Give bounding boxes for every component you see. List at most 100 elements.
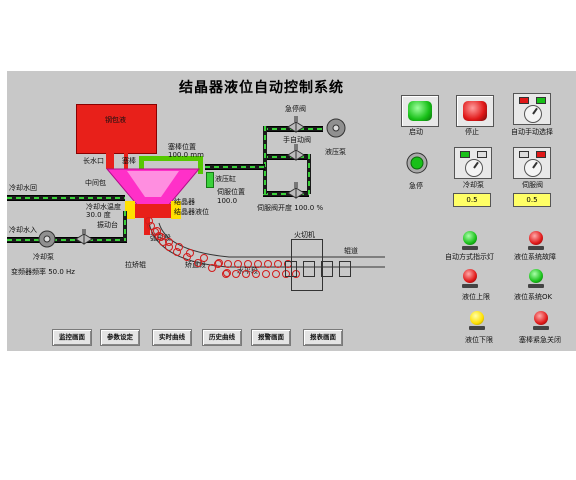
stopper-position-label: 塞棒位置 — [168, 143, 196, 151]
strand-roller — [232, 270, 240, 278]
nav-params[interactable]: 参数设定 — [100, 329, 140, 346]
middle-pack-label: 中间包 — [85, 179, 106, 187]
strand-roller — [147, 222, 156, 231]
level-ok-lamp-icon — [529, 269, 543, 283]
scada-panel: 结晶器液位自动控制系统 钢包液 长水口 塞棒 塞棒位置 100.0 mm 液压缸… — [7, 71, 576, 351]
selector-indicator-left — [519, 97, 529, 104]
emergency-valve-icon[interactable] — [287, 113, 305, 133]
strand-roller — [272, 270, 280, 278]
cooling-return-pipe — [7, 195, 125, 201]
hydraulic-pump-label: 液压泵 — [325, 148, 346, 156]
cooling-temp-value: 30.0 度 — [86, 211, 111, 219]
cooling-pump-icon[interactable] — [37, 229, 57, 249]
servo-arm-drop — [198, 156, 203, 174]
selector-indicator-right — [536, 151, 546, 158]
cooling-inlet-pipe — [7, 237, 127, 243]
hydraulic-right-riser — [307, 154, 311, 194]
strand-roller — [151, 227, 160, 236]
roller-table-label: 辊道 — [344, 247, 358, 255]
strand-roller — [174, 243, 183, 252]
stopper-rod — [124, 152, 128, 172]
servo-valve-selector[interactable] — [513, 147, 551, 179]
stopper-position-value: 100.0 mm — [168, 151, 204, 159]
cooling-riser-pipe — [123, 211, 127, 241]
strand-roller — [222, 270, 230, 278]
nav-monitor[interactable]: 监控画面 — [52, 329, 92, 346]
level-low-lamp-icon — [470, 311, 484, 325]
lamp-base — [528, 284, 544, 288]
servo-valve-control-label: 伺服阀 — [522, 181, 543, 189]
hydraulic-cylinder — [206, 172, 214, 188]
level-fault-lamp-icon — [529, 231, 543, 245]
nav-alarm[interactable]: 报警画面 — [251, 329, 291, 346]
manual-valve-icon[interactable] — [287, 141, 305, 161]
straightener-label: 拉矫辊 — [125, 261, 146, 269]
strand-roller — [199, 253, 208, 262]
strand-roller — [282, 270, 290, 278]
cooling-temp-label: 冷却水温度 — [86, 203, 121, 211]
level-fault-lamp-label: 液位系统故障 — [514, 253, 556, 261]
funnel-inner — [127, 171, 179, 197]
strand-roller — [194, 258, 203, 267]
level-low-lamp-label: 液位下限 — [465, 336, 493, 344]
cooling-pump-control-label: 冷却泵 — [463, 181, 484, 189]
vibration-table-label: 振动台 — [97, 221, 118, 229]
auto-manual-label: 自动手动选择 — [511, 128, 553, 136]
level-ok-lamp-label: 液位系统OK — [514, 293, 553, 301]
level-high-lamp-label: 液位上限 — [462, 293, 490, 301]
hydraulic-pump-icon[interactable] — [325, 117, 347, 139]
strand-roller — [234, 260, 242, 268]
nav-history-curve[interactable]: 历史曲线 — [202, 329, 242, 346]
stop-button[interactable] — [456, 95, 494, 127]
tundish-label: 钢包液 — [105, 116, 126, 124]
auto-manual-selector[interactable] — [513, 93, 551, 125]
strand-roller — [274, 260, 282, 268]
nav-realtime-curve[interactable]: 实时曲线 — [152, 329, 192, 346]
vfd-frequency: 变频器频率 50.0 Hz — [11, 268, 75, 276]
cooling-pump-selector[interactable] — [454, 147, 492, 179]
cooling-in-label: 冷却水入 — [9, 226, 37, 234]
lamp-base — [462, 246, 478, 250]
hydraulic-left-riser — [263, 126, 267, 194]
hydraulic-feed-pipe — [205, 164, 265, 170]
stopper-close-lamp-icon — [534, 311, 548, 325]
selector-indicator-right — [477, 151, 487, 158]
cooling-valve-icon[interactable] — [75, 229, 93, 249]
cooling-return-label: 冷却水回 — [9, 184, 37, 192]
cooling-pump-value[interactable]: 0.5 — [453, 193, 491, 207]
servo-valve-value[interactable]: 0.5 — [513, 193, 551, 207]
rotary-selector-icon — [524, 159, 542, 177]
rotary-selector-icon — [465, 159, 483, 177]
estop-button-icon[interactable] — [405, 151, 429, 175]
emergency-valve-label: 急停阀 — [285, 105, 306, 113]
auto-mode-lamp-label: 自动方式指示灯 — [445, 253, 494, 261]
auto-mode-lamp-icon — [463, 231, 477, 245]
lamp-base — [469, 326, 485, 330]
strand-curve — [148, 222, 385, 268]
stopper-close-lamp-label: 塞棒紧急关闭 — [519, 336, 561, 344]
strand-roller — [157, 232, 166, 241]
strand-roller — [242, 270, 250, 278]
servo-valve-icon[interactable] — [287, 179, 305, 199]
lamp-base — [528, 246, 544, 250]
flame-cutter-frame — [291, 239, 323, 291]
stopper-label: 塞棒 — [122, 157, 136, 165]
strand-pipe — [144, 218, 150, 235]
flame-cutter-box-4 — [339, 261, 351, 277]
strand-roller — [264, 260, 272, 268]
flame-cutter-box-3 — [321, 261, 333, 277]
hydraulic-cylinder-label: 液压缸 — [215, 175, 236, 183]
start-button-face — [408, 101, 432, 121]
strand-roller — [252, 270, 260, 278]
estop-label: 急停 — [409, 182, 423, 190]
stopper-arm — [139, 156, 203, 161]
servo-position-label: 伺服位置 — [217, 188, 245, 196]
lamp-base — [533, 326, 549, 330]
nav-report[interactable]: 报表画面 — [303, 329, 343, 346]
start-button[interactable] — [401, 95, 439, 127]
strand-roller — [224, 260, 232, 268]
flame-cutter-box-2 — [303, 261, 315, 277]
flame-cutter-box-1 — [285, 261, 297, 277]
flame-cutter-label: 火切机 — [294, 231, 315, 239]
start-label: 启动 — [409, 128, 423, 136]
